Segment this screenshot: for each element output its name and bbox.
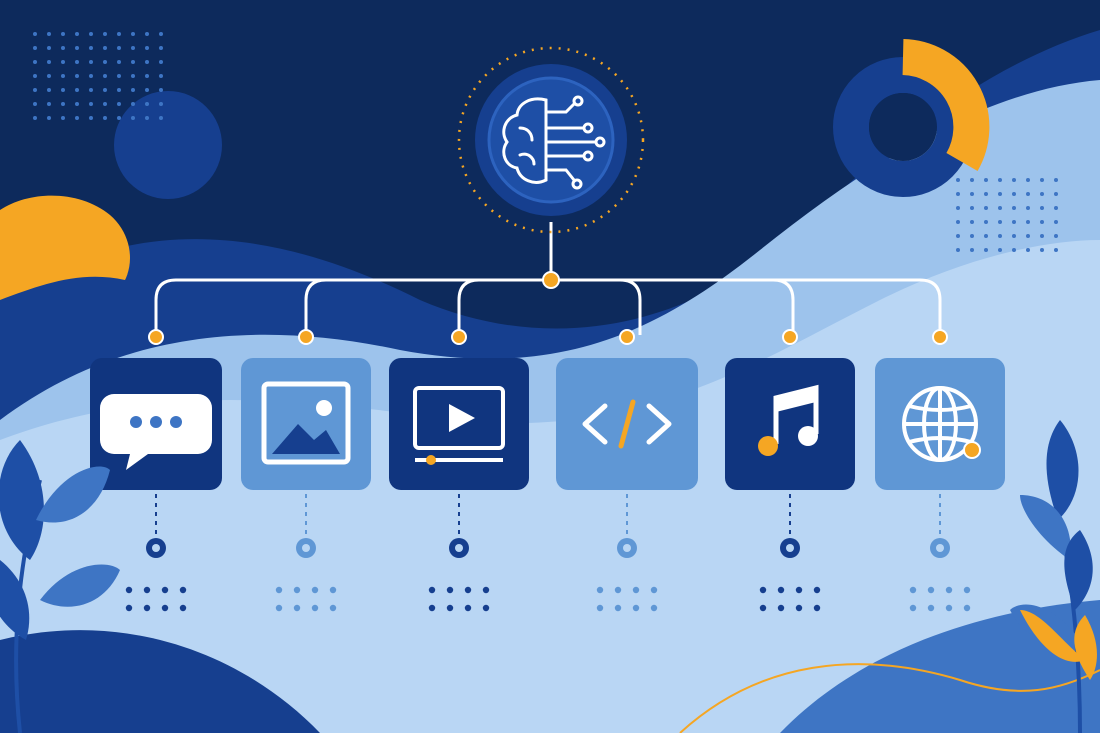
branch-dot [125, 586, 133, 594]
branch-dot [795, 586, 803, 594]
branch-dot [650, 586, 658, 594]
branch-dot [446, 586, 454, 594]
branch-dot [311, 604, 319, 612]
hub-node [457, 46, 645, 234]
accent-curve [679, 663, 1100, 733]
branch-dot [275, 604, 283, 612]
brain-circuit-icon [502, 95, 606, 190]
branch-dot [125, 604, 133, 612]
branch-dot [329, 604, 337, 612]
branch-connector-dot [298, 329, 314, 345]
leaf-icon [0, 440, 120, 733]
branch-dot [963, 604, 971, 612]
tile-music [725, 358, 855, 490]
hub-dotted-ring [457, 46, 645, 234]
branch-dot [614, 586, 622, 594]
branch-dot [293, 604, 301, 612]
branch-dot [311, 586, 319, 594]
tile-image [241, 358, 371, 490]
connector-tree [154, 222, 942, 335]
branch-dot [161, 586, 169, 594]
dot-grid [33, 32, 163, 120]
branch-connector-dot [148, 329, 164, 345]
donut-chart-icon [833, 39, 990, 197]
bottom-right-hill [780, 600, 1100, 733]
branch-list [90, 329, 1005, 612]
decor-circle [114, 91, 222, 199]
branch-connector-dot [619, 329, 635, 345]
branch-connector-dot [451, 329, 467, 345]
branch-dot [759, 604, 767, 612]
hub-inner-circle [487, 76, 615, 204]
branch-image [241, 329, 371, 612]
leaf-icon [1010, 420, 1097, 733]
branch-dot [143, 586, 151, 594]
branch-chat [90, 329, 222, 612]
branch-dot [179, 604, 187, 612]
branch-connector-dot [932, 329, 948, 345]
branch-dot [329, 586, 337, 594]
branch-dot [596, 604, 604, 612]
branch-dot [464, 586, 472, 594]
branch-dot [482, 586, 490, 594]
branch-dot [945, 604, 953, 612]
branch-dot [963, 586, 971, 594]
branch-dot [909, 586, 917, 594]
branch-dot [446, 604, 454, 612]
branch-dot [909, 604, 917, 612]
branch-dot [813, 604, 821, 612]
branch-dot [482, 604, 490, 612]
junction-node [542, 271, 560, 289]
bottom-left-hill [0, 630, 320, 733]
image-icon [261, 381, 351, 465]
branch-music [725, 329, 855, 612]
branch-dot [428, 604, 436, 612]
globe-icon [902, 386, 981, 462]
dot-grid [956, 178, 1058, 252]
branch-dot [428, 586, 436, 594]
sun-circle [0, 195, 130, 300]
music-note-icon [758, 384, 819, 456]
branch-dot [161, 604, 169, 612]
branch-dot [945, 586, 953, 594]
branch-video [389, 329, 529, 612]
branch-dot [632, 604, 640, 612]
branch-dot [632, 586, 640, 594]
code-icon [582, 399, 672, 449]
branch-connector-dot [782, 329, 798, 345]
branch-dot [759, 586, 767, 594]
branch-dot [795, 604, 803, 612]
branch-code [556, 329, 698, 612]
branch-dot [927, 604, 935, 612]
branch-dot [813, 586, 821, 594]
branch-dot [650, 604, 658, 612]
branch-dot [927, 586, 935, 594]
branch-web [875, 329, 1005, 612]
branch-dot [777, 604, 785, 612]
branch-dot [275, 586, 283, 594]
branch-dot [179, 586, 187, 594]
branch-dot [293, 586, 301, 594]
branch-dot [464, 604, 472, 612]
chat-bubble-icon [100, 394, 212, 470]
branch-dot [777, 586, 785, 594]
video-play-icon [413, 386, 505, 465]
branch-dot [143, 604, 151, 612]
branch-dot [596, 586, 604, 594]
branch-dot [614, 604, 622, 612]
